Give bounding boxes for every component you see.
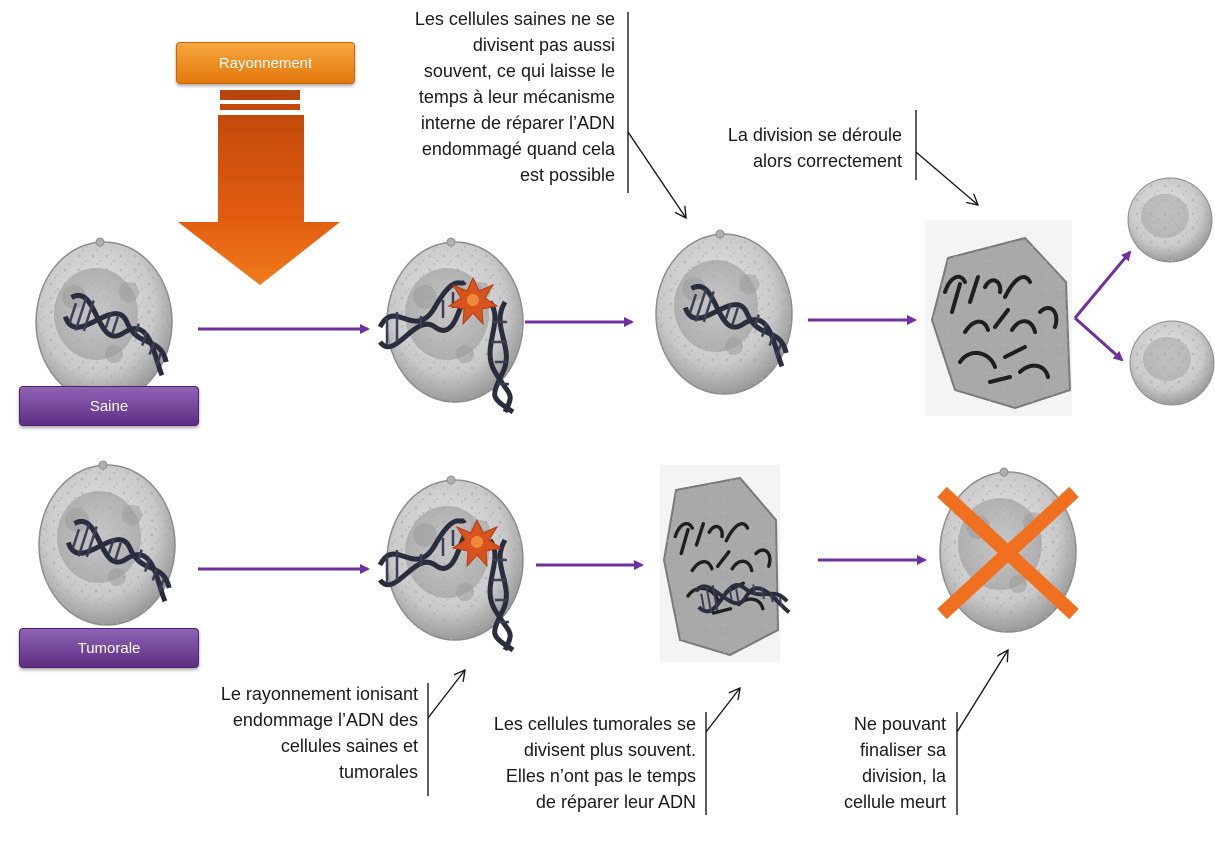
tumor-dividing-photo	[660, 465, 789, 662]
arrow-split-up	[1073, 250, 1132, 319]
note-cell-dies: Ne pouvant finaliser sa division, la cel…	[843, 714, 946, 812]
note-tumor-divide: Les cellules tumorales se divisent plus …	[493, 714, 696, 812]
tumor-label: Tumorale	[19, 628, 199, 668]
dead-cell	[937, 467, 1079, 633]
note-healthy-repair: Les cellules saines ne se divisent pas a…	[414, 9, 615, 185]
note-division-ok: La division se déroule alors correctemen…	[727, 125, 902, 171]
callout-lines	[427, 12, 1008, 815]
radiation-arrow	[178, 90, 340, 285]
healthy-label: Saine	[19, 386, 199, 426]
tumor-cell-damaged	[380, 475, 524, 650]
healthy-cell-repaired	[655, 229, 798, 395]
tumor-cell-1	[38, 460, 181, 626]
healthy-cell-damaged	[380, 237, 524, 412]
tumor-label-text: Tumorale	[77, 639, 141, 657]
daughter-cell-2	[1129, 320, 1215, 406]
arrow-split-down	[1074, 316, 1124, 362]
radiation-label-text: Rayonnement	[218, 54, 313, 72]
dividing-cell-photo	[925, 220, 1072, 416]
daughter-cell-1	[1127, 177, 1213, 263]
healthy-cell-1	[35, 237, 178, 403]
radiation-label: Rayonnement	[176, 42, 355, 84]
healthy-label-text: Saine	[89, 397, 129, 415]
note-radiation-damage: Le rayonnement ionisant endommage l’ADN …	[220, 684, 418, 782]
